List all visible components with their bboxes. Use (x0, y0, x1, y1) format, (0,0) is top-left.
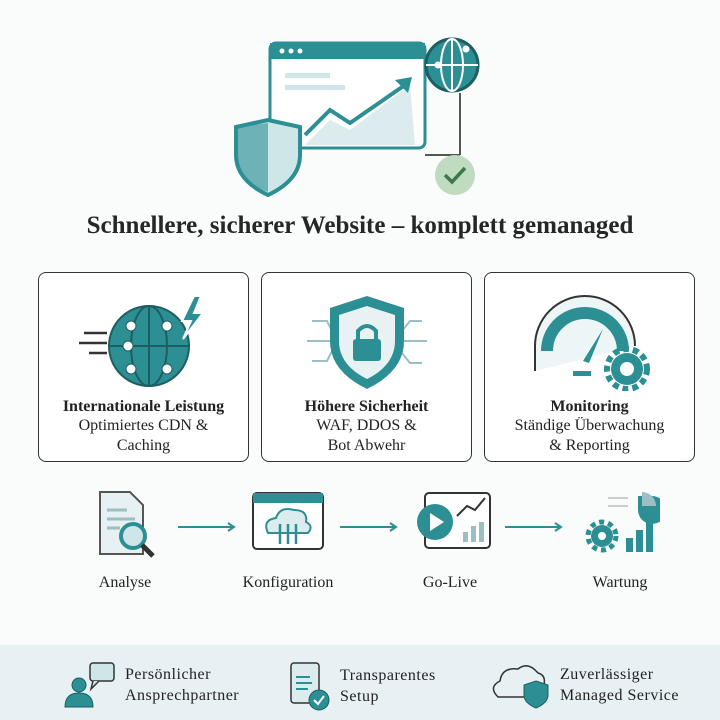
card-security: Höhere Sicherheit WAF, DDOS & Bot Abwehr (261, 272, 472, 462)
feature-text: Persönlicher (125, 666, 211, 683)
check-badge-icon (435, 155, 475, 195)
feature-text: Transparentes (340, 667, 436, 684)
step-wartung: Wartung (550, 488, 690, 592)
step-konfiguration: Konfiguration (218, 488, 358, 592)
page-title: Schnellere, sicherer Website – komplett … (86, 212, 634, 239)
card-text: Caching (116, 437, 171, 454)
arrow-icon (505, 522, 563, 532)
card-heading: Monitoring (550, 398, 629, 415)
card-text: Bot Abwehr (327, 437, 406, 454)
card-text: Optimiertes CDN & (78, 417, 209, 434)
feature-text: Managed Service (560, 687, 680, 704)
shield-lock-icon (306, 296, 427, 389)
hero-illustration (234, 37, 480, 198)
globe-lightning-icon (78, 295, 205, 387)
cloud-config-icon (252, 492, 324, 550)
document-search-icon (99, 491, 155, 558)
feature-text: Zuverlässiger (560, 666, 654, 683)
gauge-gear-icon (533, 295, 650, 391)
feature-text: Setup (340, 688, 379, 705)
step-label: Go-Live (422, 574, 478, 591)
card-text: & Reporting (549, 437, 630, 454)
step-go-live: Go-Live (380, 488, 520, 592)
step-analyse: Analyse (55, 488, 195, 592)
document-check-icon (290, 662, 330, 711)
person-chat-icon (64, 662, 115, 708)
arrow-icon (340, 522, 398, 532)
globe-icon (424, 37, 480, 93)
gear-chart-icon (585, 492, 660, 553)
play-chart-icon (417, 492, 491, 549)
card-heading: Internationale Leistung (62, 398, 225, 415)
card-text: Ständige Überwachung (514, 417, 665, 434)
feature-band (0, 645, 720, 720)
card-monitoring: Monitoring Ständige Überwachung & Report… (484, 272, 695, 462)
cloud-shield-icon (492, 665, 549, 709)
browser-window-icon (268, 41, 427, 150)
step-label: Analyse (98, 574, 152, 591)
shield-icon (234, 117, 302, 198)
card-performance: Internationale Leistung Optimiertes CDN … (38, 272, 249, 462)
arrow-icon (178, 522, 236, 532)
step-label: Konfiguration (242, 574, 334, 591)
feature-text: Ansprechpartner (125, 687, 240, 704)
card-text: WAF, DDOS & (316, 417, 417, 434)
step-label: Wartung (592, 574, 648, 591)
card-heading: Höhere Sicherheit (304, 398, 429, 415)
